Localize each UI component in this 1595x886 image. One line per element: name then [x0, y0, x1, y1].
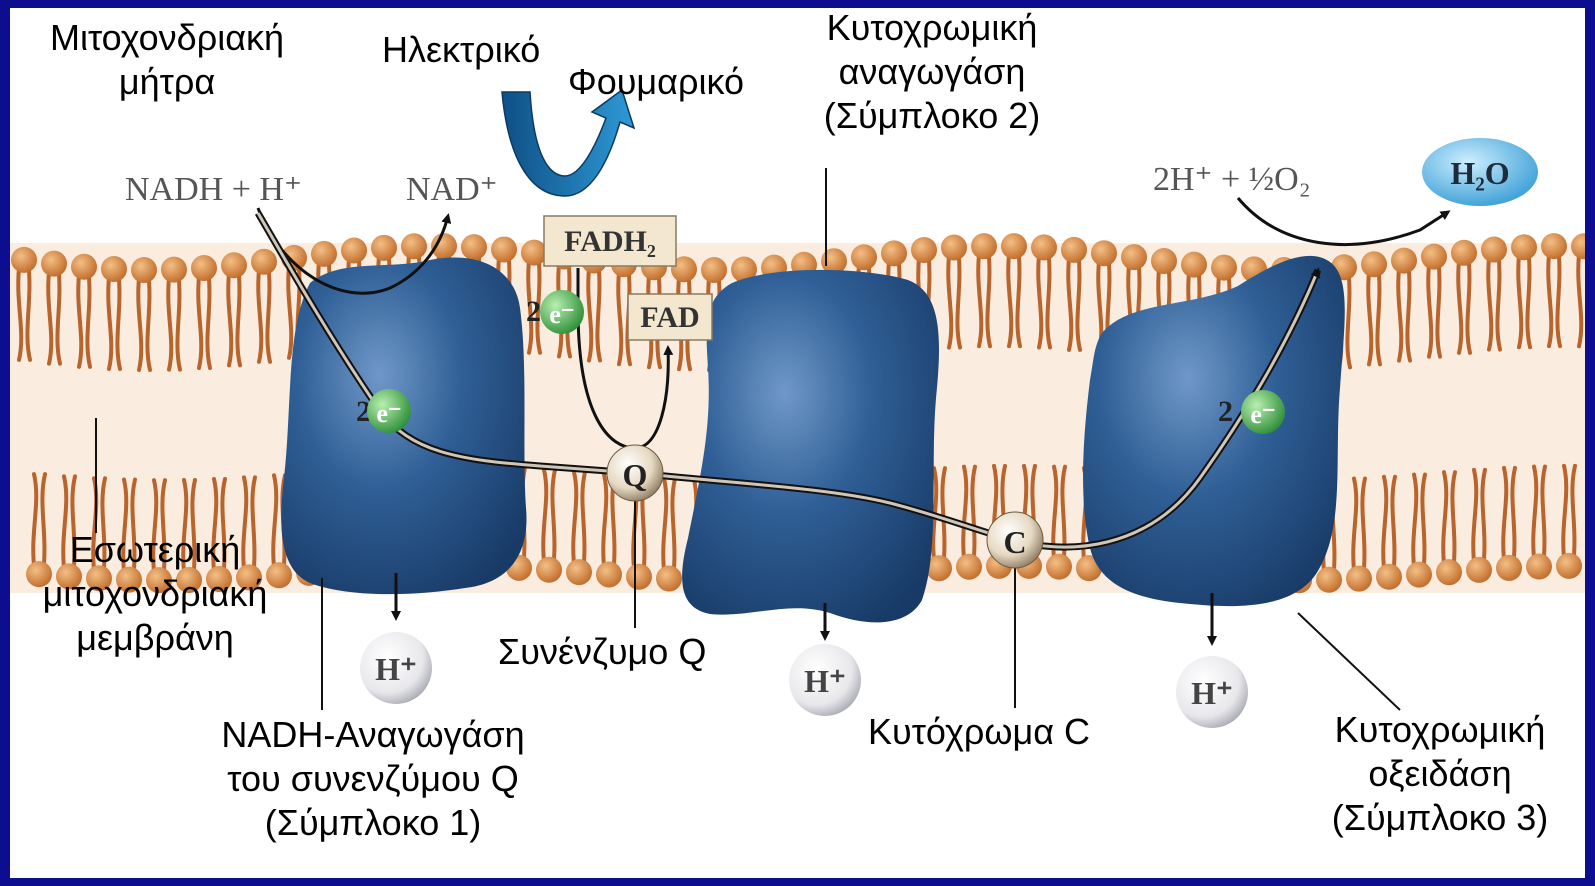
- coenzyme-q-label: Συνένζυμο Q: [498, 630, 706, 674]
- water-arrow: [1238, 198, 1448, 244]
- nadh-label: NADH + H⁺: [125, 171, 302, 208]
- svg-text:2: 2: [1218, 395, 1233, 428]
- complex2-label: Κυτοχρωμική αναγωγάση (Σύμπλοκο 2): [792, 8, 1072, 138]
- svg-text:2: 2: [526, 295, 541, 328]
- slide: FADH₂ FAD NADH + H⁺ NAD⁺ 2H⁺ + ½O₂ H₂O 2…: [10, 8, 1585, 878]
- inner-membrane-label: Εσωτερική μιτοχονδριακή μεμβράνη: [10, 528, 300, 660]
- complex3-label: Κυτοχρωμική οξειδάση (Σύμπλοκο 3): [1300, 708, 1580, 840]
- complex2-protein: [682, 270, 939, 623]
- water-label: H₂O: [1450, 155, 1509, 191]
- nad-label: NAD⁺: [406, 171, 498, 208]
- svg-text:e⁻: e⁻: [549, 300, 574, 329]
- svg-text:C: C: [1003, 524, 1026, 560]
- complex1-label: NADH-Αναγωγάση του συνενζύμου Q (Σύμπλοκ…: [178, 713, 568, 845]
- coenzyme-q-carrier: Q: [607, 445, 663, 501]
- svg-text:e⁻: e⁻: [1250, 400, 1275, 429]
- electron-fad: 2 e⁻: [526, 290, 584, 334]
- fumarate-label: Φουμαρικό: [568, 60, 744, 104]
- electron-complex3: 2 e⁻: [1218, 390, 1285, 434]
- electron-complex1: 2 e⁻: [356, 389, 411, 433]
- matrix-label: Μιτοχονδριακή μήτρα: [22, 16, 312, 104]
- svg-text:H⁺: H⁺: [1191, 675, 1233, 711]
- cytochrome-c-carrier: C: [987, 512, 1043, 568]
- fadh2-label: FADH₂: [564, 225, 656, 258]
- proton-complex1: H⁺: [360, 632, 432, 704]
- fad-label: FAD: [640, 301, 699, 334]
- succinate-label: Ηλεκτρικό: [382, 28, 540, 72]
- svg-text:Q: Q: [623, 457, 648, 493]
- svg-text:H⁺: H⁺: [375, 651, 417, 687]
- succinate-fumarate-arrow: [502, 90, 634, 196]
- svg-text:e⁻: e⁻: [376, 399, 401, 428]
- proton-complex2: H⁺: [789, 644, 861, 716]
- cytochrome-c-label: Κυτόχρωμα C: [868, 710, 1090, 754]
- proton-complex3: H⁺: [1176, 656, 1248, 728]
- svg-text:H⁺: H⁺: [804, 663, 846, 699]
- oxygen-label: 2H⁺ + ½O₂: [1153, 161, 1311, 198]
